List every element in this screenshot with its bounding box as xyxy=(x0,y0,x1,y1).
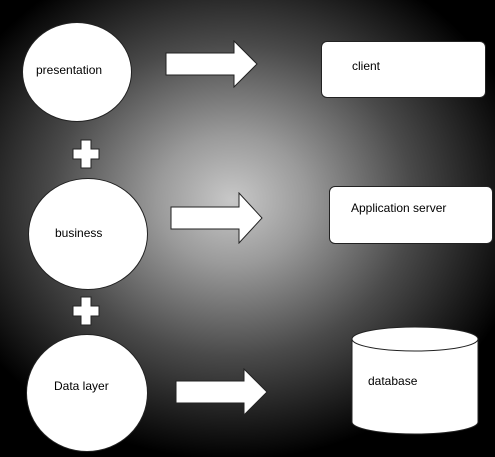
client-box: client xyxy=(321,41,486,98)
database-cylinder: database xyxy=(351,326,479,436)
application-server-label: Application server xyxy=(351,201,447,215)
database-icon xyxy=(351,326,479,435)
presentation-circle: presentation xyxy=(22,22,132,122)
presentation-label: presentation xyxy=(36,63,103,77)
database-label: database xyxy=(368,374,418,388)
application-server-box: Application server xyxy=(329,186,493,244)
arrow-right-icon-2 xyxy=(170,192,263,244)
arrow-right-icon-1 xyxy=(165,40,258,88)
client-label: client xyxy=(352,59,381,73)
arrow-right-icon-3 xyxy=(175,368,268,416)
data-layer-circle: Data layer xyxy=(26,334,148,452)
business-circle: business xyxy=(28,178,148,290)
business-label: business xyxy=(55,226,103,240)
data-layer-label: Data layer xyxy=(54,379,109,393)
plus-icon-1 xyxy=(72,139,100,169)
plus-icon-2 xyxy=(72,296,100,326)
